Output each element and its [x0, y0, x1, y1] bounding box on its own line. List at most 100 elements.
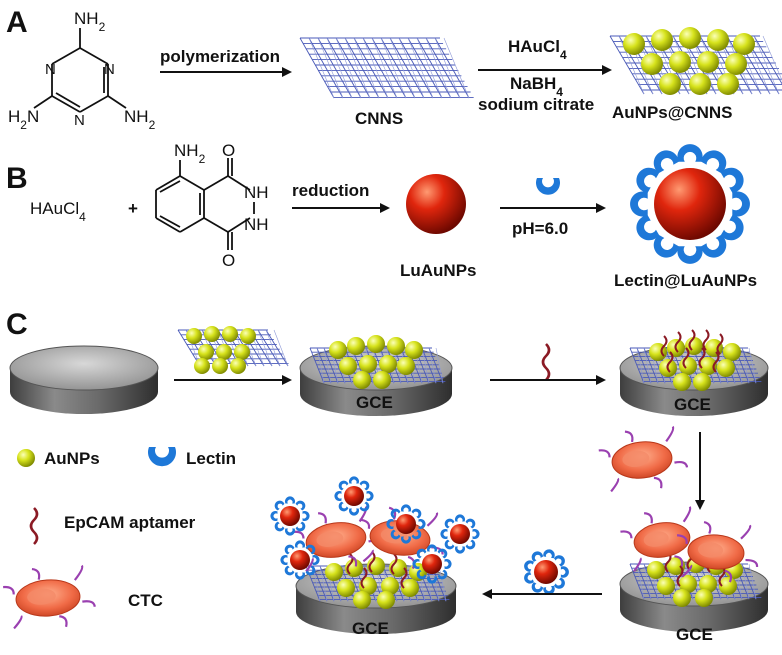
- lectin-unit: [720, 167, 744, 193]
- sheet-mesh-line: [316, 347, 325, 384]
- sheet-mesh-line: [319, 565, 328, 602]
- label-polymerization: polymerization: [160, 47, 280, 66]
- aunp-particle: [699, 357, 717, 375]
- lectin-unit: [653, 234, 679, 258]
- sheet-mesh-line: [407, 37, 434, 99]
- sheet-mesh-line: [299, 37, 335, 99]
- aunp-particle: [695, 589, 713, 607]
- sheet-mesh-line: [748, 563, 757, 600]
- legend-ctc-icon: [3, 564, 96, 630]
- lectin-unit: [295, 500, 306, 511]
- cell-pilus: [31, 567, 41, 580]
- sheet-mesh-line: [741, 563, 750, 600]
- sheet-mesh-line: [257, 329, 273, 367]
- label-cnns: CNNS: [355, 109, 403, 128]
- aunp-particle: [647, 561, 665, 579]
- luaunp-core: [450, 524, 470, 544]
- lectin-unit: [444, 558, 452, 570]
- lectin-unit: [284, 496, 296, 504]
- lectin-unit: [294, 572, 306, 580]
- sheet-mesh-line: [434, 37, 470, 99]
- cnns-sheet: [299, 37, 474, 99]
- legend-lectin-icon: [148, 447, 176, 467]
- lectin-unit: [426, 576, 438, 584]
- sheet-mesh-line: [273, 329, 289, 367]
- sheet-mesh-line: [362, 37, 389, 99]
- aunp-particle: [186, 328, 202, 344]
- sheet-mesh-line: [629, 563, 645, 600]
- aptamer-strand: [682, 347, 690, 369]
- cell-pilus: [724, 569, 733, 583]
- sheet-mesh-line: [421, 347, 430, 384]
- aunp-particle: [641, 53, 663, 75]
- lectin-unit: [348, 508, 360, 516]
- sheet-mesh-line: [398, 37, 434, 99]
- aunp-particle: [673, 373, 691, 391]
- sheet-mesh-line: [609, 35, 645, 95]
- aptamer-strand: [688, 329, 696, 351]
- lectin-unit: [444, 518, 455, 529]
- sheet-mesh-line: [362, 37, 398, 99]
- aunps-cnns-small: [177, 326, 289, 374]
- sheet-mesh-line: [741, 347, 750, 384]
- lectin-unit: [531, 582, 544, 593]
- aunp-particle: [673, 589, 691, 607]
- lectin-unit: [437, 548, 448, 559]
- aunp-particle: [353, 371, 371, 389]
- aunp-particle: [679, 27, 701, 49]
- cell-nucleus: [316, 531, 344, 547]
- cell-pilus: [59, 615, 68, 628]
- lectin-unit: [348, 476, 360, 484]
- aunp-particle: [359, 355, 377, 373]
- aunp-particle: [725, 53, 747, 75]
- cell-pilus: [624, 430, 634, 443]
- aunp-particle: [379, 355, 397, 373]
- sheet-mesh-line: [265, 329, 289, 367]
- lectin-unit: [444, 539, 455, 550]
- sheet-mesh-line: [317, 37, 353, 99]
- aunp-particle: [387, 337, 405, 355]
- sheet-mesh-line: [443, 37, 470, 99]
- lectin-unit: [543, 549, 555, 559]
- cell-pilus: [610, 477, 620, 493]
- luaunp-core: [344, 486, 364, 506]
- lectin-luaunp-particle: [630, 144, 750, 264]
- sheet-mesh-line: [438, 565, 447, 602]
- cell-pilus: [348, 555, 358, 567]
- sheet-mesh-line: [753, 35, 780, 95]
- aptamer-strand: [712, 351, 720, 373]
- sheet-mesh-line: [643, 563, 652, 600]
- lectin-unit: [359, 501, 370, 512]
- ctc-cell: [3, 564, 96, 630]
- aunp-particle: [623, 33, 645, 55]
- sheet-mesh-line: [344, 37, 380, 99]
- ctc-cell: [676, 521, 759, 583]
- cell-pilus: [82, 600, 96, 607]
- legend-aptamer-label: EpCAM aptamer: [64, 513, 196, 532]
- sheet-mesh-line: [265, 329, 281, 367]
- luminol-o-bottom: O: [222, 251, 235, 270]
- sheet-mesh-line: [434, 37, 461, 99]
- label-ph6: pH=6.0: [512, 219, 568, 238]
- melamine-n-left: N: [45, 61, 56, 78]
- cell-pilus: [674, 555, 684, 567]
- lectin-unit: [636, 167, 660, 193]
- aunp-particle: [359, 577, 377, 595]
- lectin-unit: [677, 144, 703, 162]
- aunp-particle: [707, 29, 729, 51]
- cell-pilus: [13, 615, 23, 630]
- sheet-mesh-line: [425, 37, 461, 99]
- aptamer-icon-c: [541, 343, 551, 381]
- sheet-mesh-line: [435, 347, 444, 384]
- sheet-mesh-line: [762, 35, 782, 81]
- aptamer-strand: [360, 567, 368, 589]
- gce-label-2: GCE: [356, 393, 393, 412]
- bare-electrode: [9, 345, 159, 414]
- sheet-mesh-line: [398, 37, 425, 99]
- lectin-unit: [338, 501, 349, 512]
- sheet-mesh-line: [317, 37, 344, 99]
- lectin-unit: [426, 544, 438, 552]
- legend-aptamer-icon: [29, 507, 39, 545]
- aptamer-strand: [698, 347, 706, 369]
- aunp-particle: [651, 29, 673, 51]
